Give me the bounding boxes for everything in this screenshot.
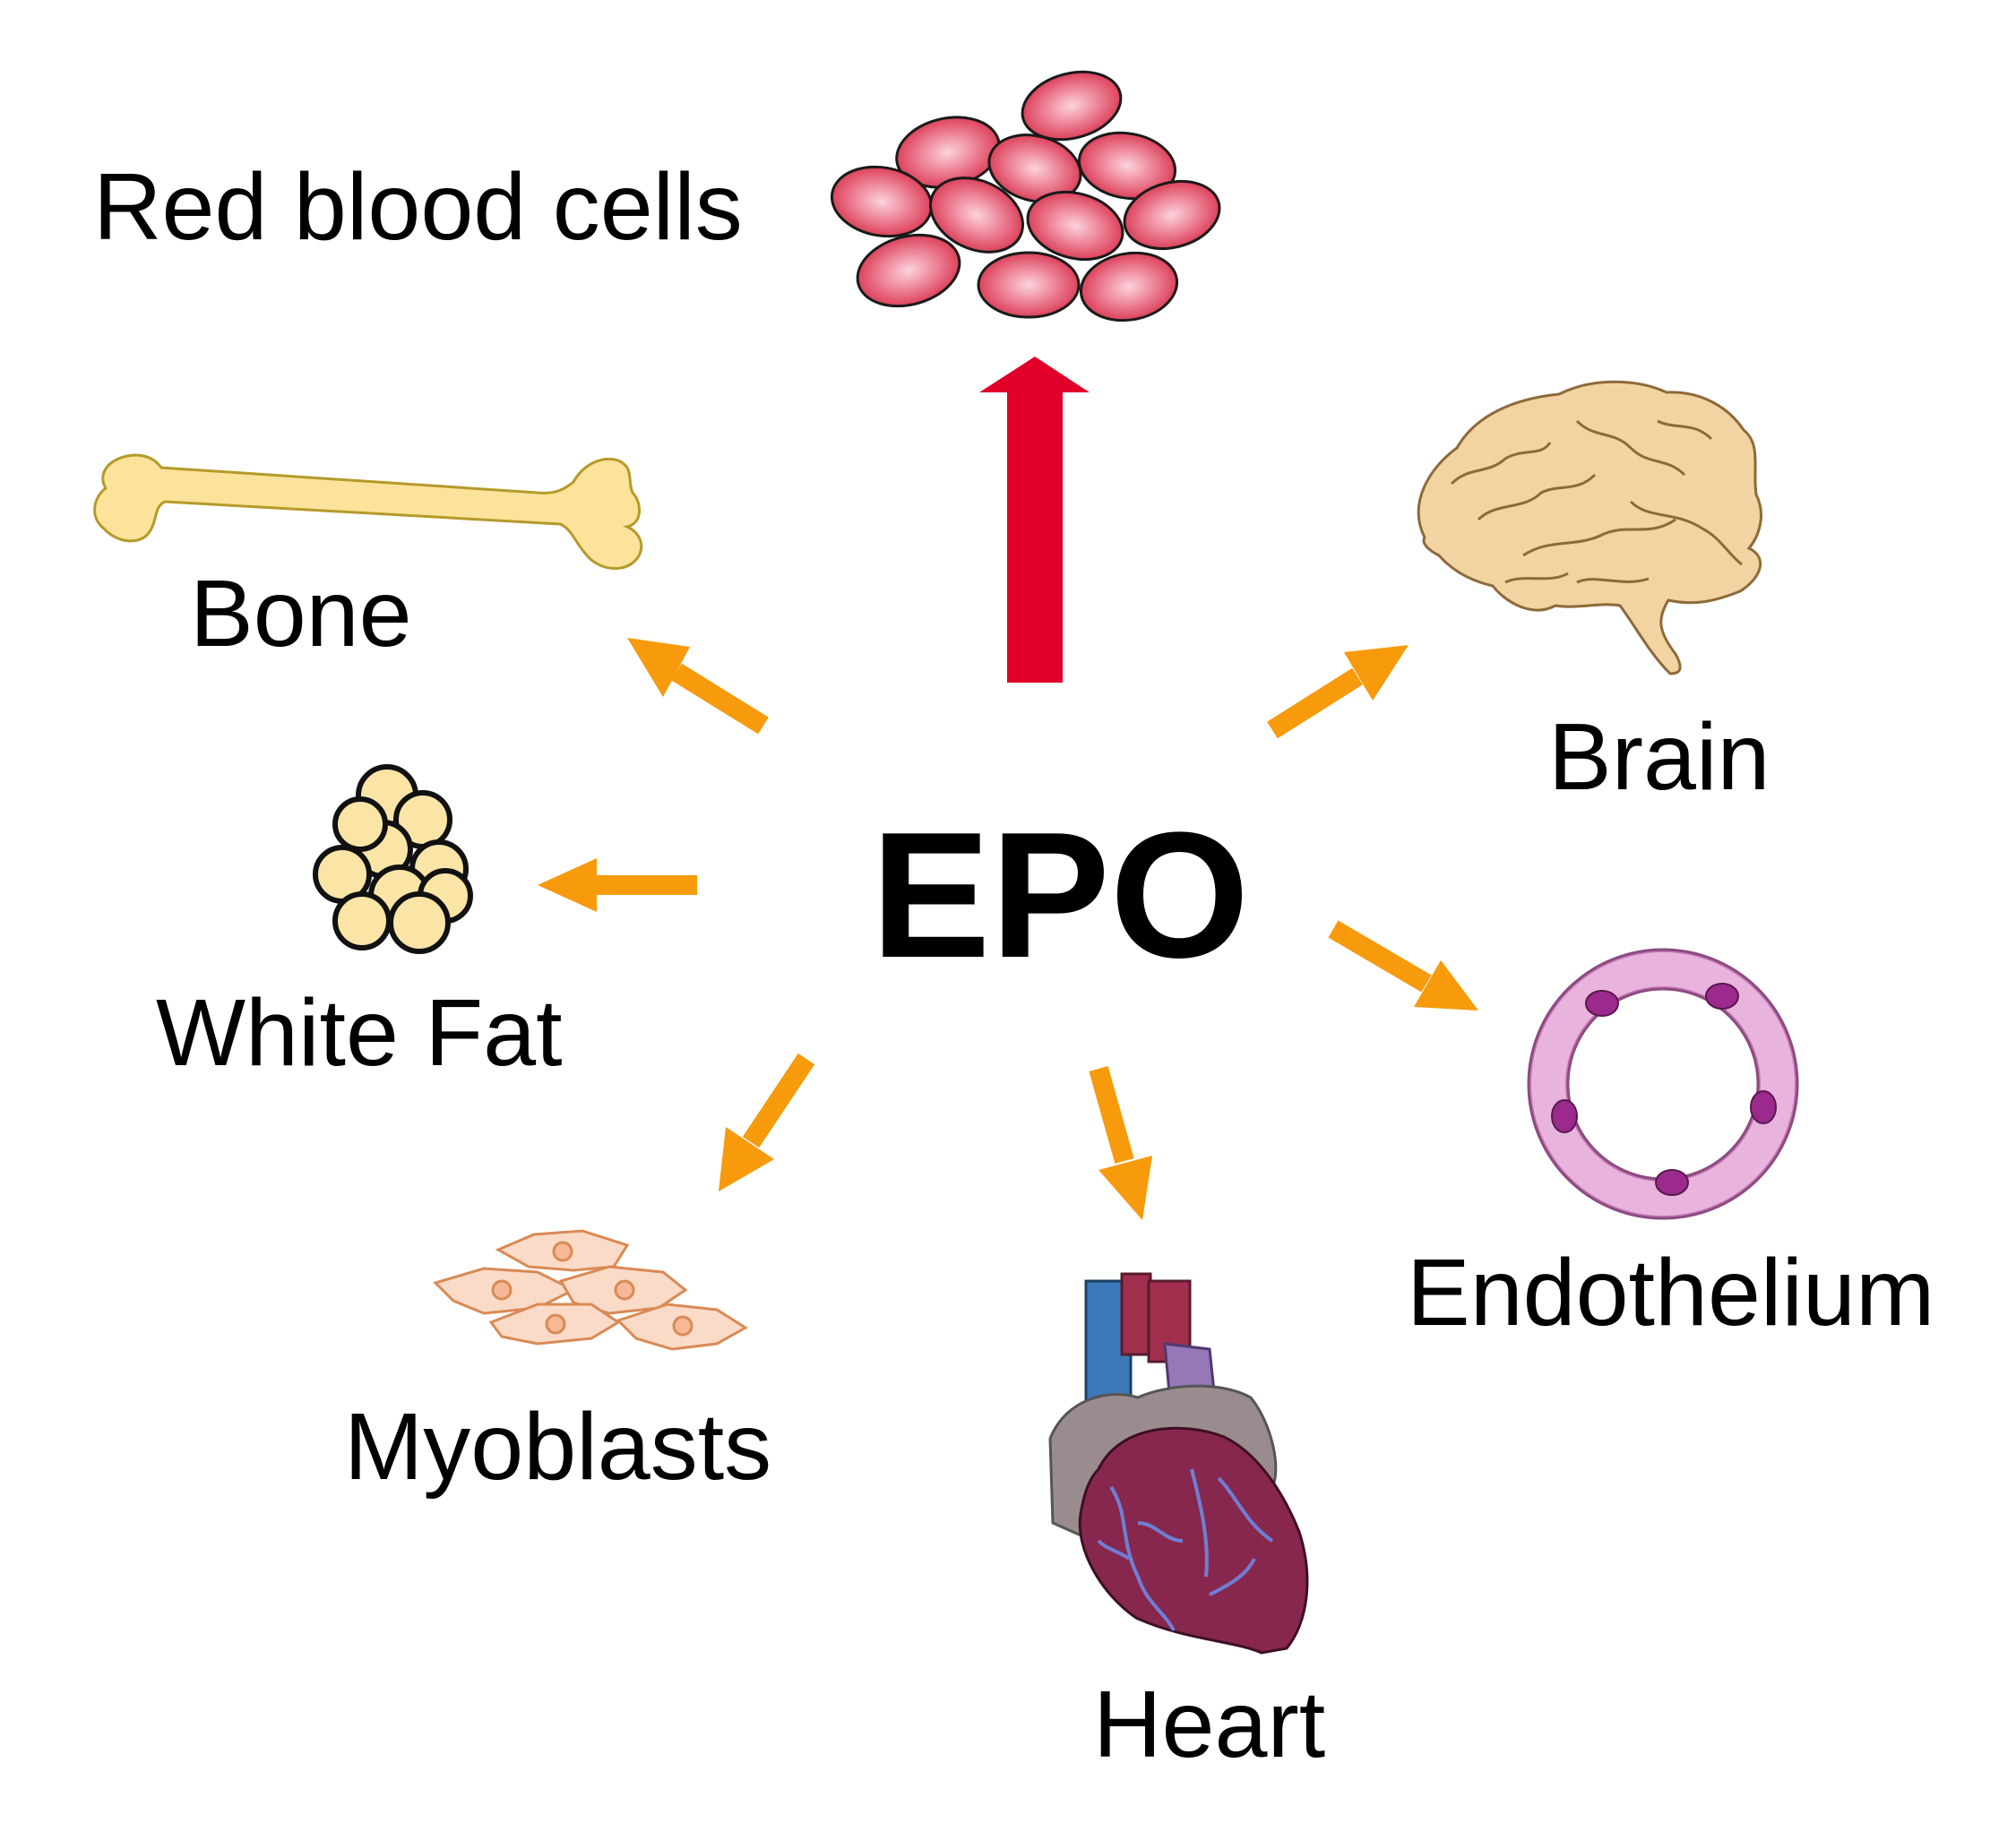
white-fat-icon [315,767,470,951]
endothelium-icon [1529,950,1797,1218]
arrow-to-brain [1272,645,1409,730]
arrow-to-bone [627,638,763,726]
heart-label: Heart [1093,1677,1325,1772]
arrow-to-myoblasts [719,1059,806,1191]
arrow-to-endothelium [1333,929,1478,1011]
bone-label: Bone [190,566,412,661]
arrow-to-heart [1098,1069,1152,1220]
primary-arrow [979,357,1090,683]
arrow-to-white-fat [538,858,697,912]
red-blood-cells-icon [826,62,1227,328]
white-fat-label: White Fat [156,985,563,1080]
myoblasts-icon [435,1231,745,1349]
brain-icon [1418,382,1761,674]
epo-label: EPO [871,806,1249,985]
heart-icon [1050,1274,1307,1653]
myoblasts-label: Myoblasts [344,1399,771,1494]
red-blood-cells-label: Red blood cells [93,159,743,254]
endothelium-label: Endothelium [1407,1245,1934,1340]
brain-label: Brain [1548,710,1770,804]
bone-icon [95,455,642,569]
